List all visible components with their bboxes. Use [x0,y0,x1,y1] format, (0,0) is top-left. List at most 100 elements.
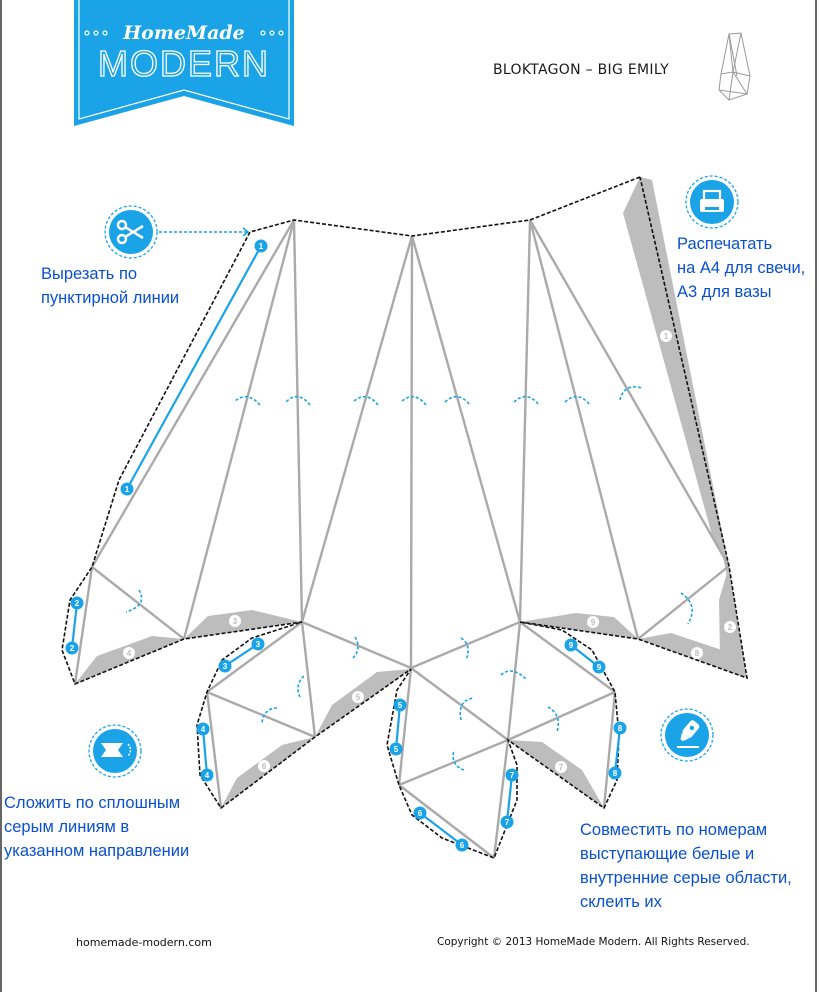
fold-arrow [352,636,359,659]
glue-tab-9 [520,613,638,639]
svg-text:9: 9 [569,641,574,650]
fold-arrow [619,386,643,401]
svg-text:2: 2 [70,644,75,653]
print-instruction-line: А3 для вазы [677,283,772,301]
fold-arrow [352,395,379,406]
fold-arrow [460,637,469,661]
glue-bottle-icon [660,708,714,762]
svg-text:6: 6 [460,841,465,850]
glue-tab-badges: 1 2 3 4 5 6 7 8 9 [123,330,736,773]
logo-dots-left [84,30,108,36]
match-marker-lines [70,245,622,846]
fold-instruction-line: серым линиям в [4,818,130,836]
match-marker-dots [65,239,627,852]
marker-5a [393,698,407,712]
marker-5b [389,742,403,756]
svg-text:8: 8 [613,769,618,778]
logo-banner-border [78,0,290,120]
scissors-icon [104,205,158,259]
fold-arrow [297,674,306,698]
document-title: BLOKTAGON – BIG EMILY [493,62,669,78]
svg-text:3: 3 [223,662,228,671]
fold-arrow [500,670,528,681]
fold-arrow [564,395,591,406]
fold-arrow [261,707,278,724]
glue-instruction-line: выступающие белые и [580,845,755,863]
marker-6a [413,806,427,820]
homemade-modern-logo: HomeMade MODERN [74,0,294,126]
svg-text:2: 2 [728,623,733,632]
marker-4b [200,768,214,782]
svg-text:9: 9 [591,618,596,627]
fold-arrow [680,592,693,625]
cut-pointer-arrow [159,227,250,237]
logo-top-text: HomeMade [122,22,245,44]
fold-instruction: Сложить по сплошным серым линиям в указа… [4,791,189,863]
marker-8a [613,721,627,735]
svg-text:3: 3 [233,617,238,626]
svg-text:7: 7 [559,763,564,772]
svg-text:7: 7 [510,771,515,780]
fold-arrow [285,395,311,406]
cut-line [61,176,749,860]
fold-icon [88,724,142,778]
logo-banner [74,0,294,126]
vase-thumbnail-icon [718,32,751,101]
logo-main-text: MODERN [98,43,270,84]
cut-instruction-line: пунктирной линии [41,289,180,307]
logo-dots-right [260,30,284,36]
fold-arrow [400,395,427,406]
print-instruction-line: на А4 для свечи, [677,259,806,277]
fold-arrow [444,395,471,406]
glue-instruction-line: Совместить по номерам [580,821,768,839]
glue-instruction: Совместить по номерам выступающие белые … [580,818,792,914]
svg-text:4: 4 [201,725,206,734]
fold-arrow [125,589,143,613]
marker-2a [70,596,84,610]
fold-arrows [125,386,693,771]
svg-text:5: 5 [394,745,399,754]
match-marker-labels: 1 1 2 2 3 3 4 4 5 5 6 6 7 7 9 9 8 8 [70,242,623,850]
glue-tab-1-main [624,177,746,676]
marker-4a [196,722,210,736]
svg-text:7: 7 [505,818,510,827]
fold-instruction-line: указанном направлении [4,842,190,860]
marker-7b [500,815,514,829]
svg-text:8: 8 [695,649,700,658]
printer-icon [685,175,739,229]
svg-text:4: 4 [205,771,210,780]
marker-3b [251,637,265,651]
glue-tab-4 [75,636,184,684]
print-instruction: Распечатать на А4 для свечи, А3 для вазы [677,232,805,304]
cut-instruction: Вырезать по пунктирной линии [41,262,179,310]
glue-tab-3 [184,610,302,639]
fold-arrow [513,395,540,406]
glue-tab-6 [221,737,315,808]
glue-instruction-line: склеить их [580,893,662,911]
footer-website: homemade-modern.com [76,936,212,949]
svg-text:6: 6 [418,809,423,818]
print-instruction-line: Распечатать [677,235,773,253]
fold-arrow [459,697,475,721]
marker-6b [455,838,469,852]
svg-text:3: 3 [256,640,261,649]
svg-text:1: 1 [125,485,130,494]
fold-arrow [547,706,560,733]
footer-copyright: Copyright © 2013 HomeMade Modern. All Ri… [437,936,750,948]
svg-text:8: 8 [618,724,623,733]
fold-lines [73,219,731,859]
svg-text:1: 1 [664,332,669,341]
fold-instruction-line: Сложить по сплошным [4,794,181,812]
marker-7a [505,768,519,782]
marker-1b [120,482,134,496]
svg-text:4: 4 [127,649,132,658]
marker-8b [608,766,622,780]
marker-2b [65,641,79,655]
fold-arrow [233,395,261,406]
marker-3a [218,659,232,673]
svg-text:1: 1 [259,242,264,251]
svg-text:9: 9 [597,663,602,672]
glue-instruction-line: внутренние серые области, [580,869,792,887]
